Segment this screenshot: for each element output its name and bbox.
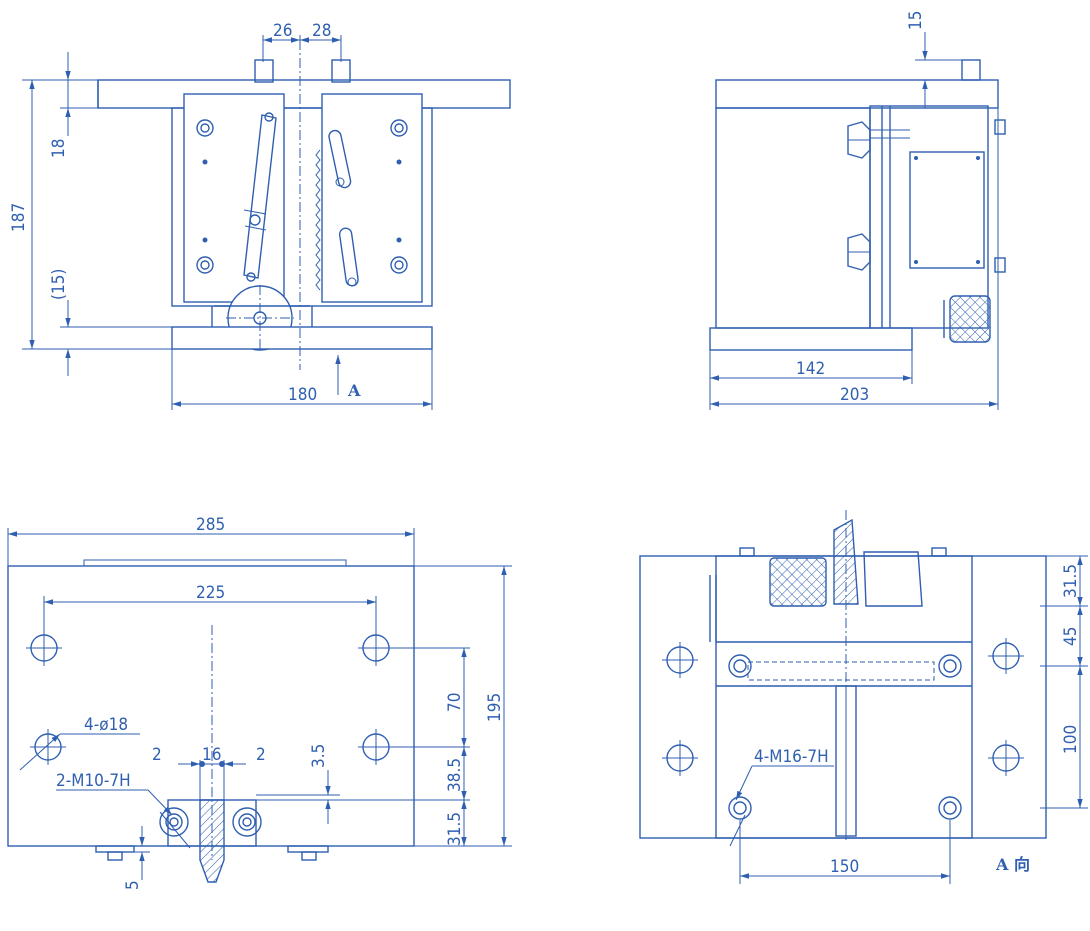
dim-2-right: 2	[256, 745, 266, 765]
thread-boss-right	[232, 807, 262, 837]
holes-note: 4-ø18	[84, 715, 128, 735]
side-base	[709, 327, 913, 351]
thread-boss-left	[159, 807, 189, 837]
a-dim-100: 100	[1061, 725, 1081, 754]
dim-70: 70	[445, 693, 465, 712]
linkage-arm	[243, 112, 277, 282]
a-view: 31.5 45 100 150 4-M16-7H A 向	[639, 510, 1088, 884]
dim-15-ref: (15)	[49, 269, 69, 300]
serrated-jaw	[315, 149, 321, 291]
dim-18: 18	[49, 139, 69, 158]
a-dim-45: 45	[1061, 627, 1081, 646]
dim-31-5-left: 31.5	[445, 812, 465, 846]
dim-28: 28	[312, 21, 331, 41]
dim-195: 195	[485, 693, 505, 722]
a-dim-150: 150	[830, 857, 859, 877]
side-block	[715, 107, 871, 329]
top-bolt-left	[254, 59, 274, 83]
guide-rail	[97, 79, 511, 109]
dim-5: 5	[123, 880, 143, 890]
side-roller	[949, 295, 991, 343]
side-top-stud	[961, 59, 981, 81]
front-view: 26 28 187 18 (15) 180 A	[9, 21, 511, 410]
dim-38-5: 38.5	[445, 758, 465, 792]
a-thread-note: 4-M16-7H	[754, 747, 829, 767]
dim-285: 285	[196, 515, 225, 535]
dim-180: 180	[288, 385, 317, 405]
base-plate	[171, 326, 433, 350]
side-rail	[715, 79, 999, 109]
dim-26: 26	[273, 21, 292, 41]
dim-225: 225	[196, 583, 225, 603]
side-dim-15: 15	[906, 11, 926, 30]
slot-upper	[328, 129, 352, 189]
dim-2-left: 2	[152, 745, 162, 765]
rail-section	[199, 799, 225, 883]
side-dim-203: 203	[840, 385, 869, 405]
mounting-holes	[26, 630, 394, 765]
top-bolt-right	[331, 59, 351, 83]
plate-bolts	[196, 119, 408, 274]
a-roller	[769, 557, 827, 607]
hex-nut-bottom	[847, 233, 871, 271]
side-dim-142: 142	[796, 359, 825, 379]
a-dim-31-5: 31.5	[1061, 564, 1081, 598]
a-view-label: A 向	[995, 855, 1030, 874]
a-jaw	[863, 551, 923, 607]
hex-nut-top	[847, 121, 871, 159]
side-view: 15 142 203	[709, 11, 1006, 410]
dim-187: 187	[9, 203, 29, 232]
top-view: 285 225 195 70 38.5 31.5 3.5 2 16	[7, 515, 512, 890]
right-plate	[321, 93, 423, 303]
dim-3-5: 3.5	[309, 744, 329, 768]
dim-16: 16	[202, 745, 221, 765]
view-a-label: A	[347, 381, 361, 400]
thread-note: 2-M10-7H	[56, 771, 131, 791]
cover-plate	[909, 151, 985, 269]
side-plate	[869, 105, 989, 329]
